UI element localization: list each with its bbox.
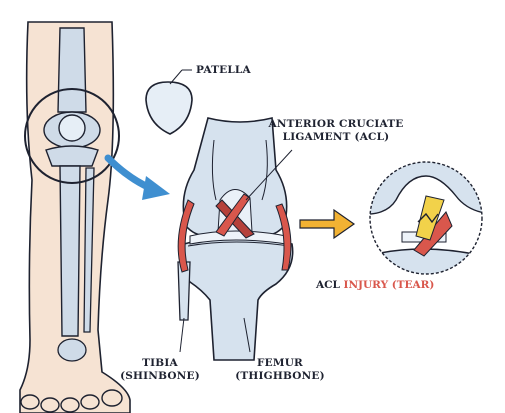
label-acl-injury-part1: ACL — [316, 279, 344, 291]
knee-highlight-circle — [24, 88, 120, 184]
label-tibia: TIBIA (SHINBONE) — [110, 357, 210, 383]
label-patella: PATELLA — [196, 64, 251, 76]
tibia-leader-line — [179, 317, 185, 353]
leg-tibia — [59, 165, 81, 337]
orange-arrow-icon — [299, 208, 356, 240]
label-acl-line1: ANTERIOR CRUCIATE — [268, 118, 404, 130]
label-tibia-line1: TIBIA — [142, 357, 178, 369]
medial-collateral-ligament — [275, 203, 292, 271]
femur-leader-line — [243, 317, 251, 353]
leg-tibia-head — [45, 145, 99, 167]
label-acl-line2: LIGAMENT (ACL) — [282, 131, 390, 143]
acl-tear-zoom — [369, 161, 483, 275]
label-acl: ANTERIOR CRUCIATE LIGAMENT (ACL) — [266, 118, 406, 144]
leg-patella — [58, 114, 86, 142]
label-acl-injury: ACL INJURY (TEAR) — [316, 279, 434, 291]
label-tibia-line2: (SHINBONE) — [120, 370, 200, 382]
leg-fibula — [83, 167, 95, 333]
anterior-cruciate-ligament — [215, 193, 251, 237]
knee-joint-illustration — [177, 116, 294, 361]
tibia-bone — [181, 236, 294, 361]
patella-leader-line — [169, 69, 183, 85]
blue-arrow-icon — [104, 154, 170, 200]
acl-leader-line — [245, 149, 293, 201]
lateral-collateral-ligament — [177, 199, 195, 273]
label-femur-line2: (THIGHBONE) — [235, 370, 325, 382]
torn-ligament-upper — [415, 195, 445, 241]
leg-ankle — [57, 338, 87, 362]
zoom-circle-border — [369, 161, 483, 275]
label-acl-injury-part2: INJURY (TEAR) — [343, 279, 435, 291]
toes — [20, 389, 123, 413]
label-femur: FEMUR (THIGHBONE) — [230, 357, 330, 383]
leg-illustration — [19, 21, 131, 413]
tear-zigzag — [417, 212, 439, 224]
leg-femur — [57, 27, 87, 113]
label-femur-line1: FEMUR — [257, 357, 303, 369]
patella-bone — [145, 81, 193, 135]
